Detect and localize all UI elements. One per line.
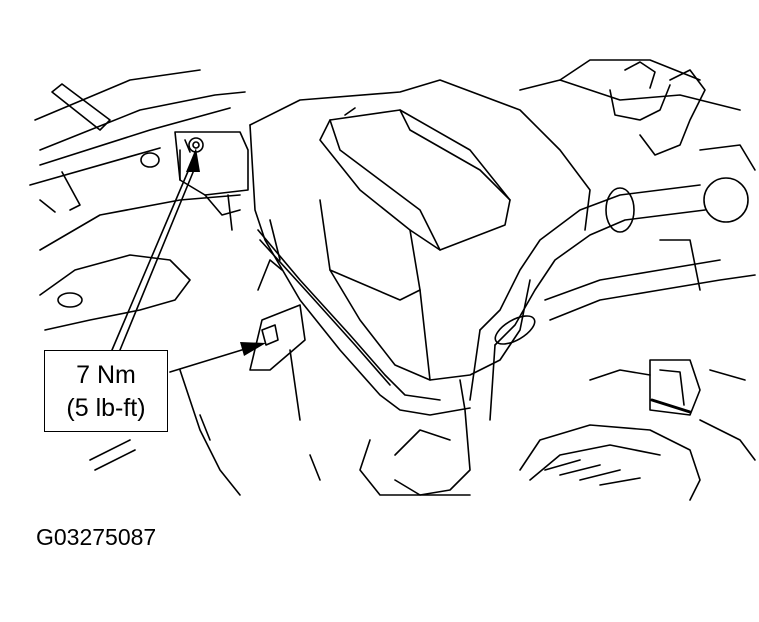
upper-bracket [174,131,249,231]
lower-bracket [249,259,306,421]
torque-nm-value: 7 Nm [76,361,136,389]
lower-structure [89,369,471,496]
fuse-box-housing [249,79,591,496]
air-intake [519,359,756,501]
leader-lines [111,161,259,373]
figure-id: G03275087 [36,524,157,550]
torque-callout: 7 Nm (5 lb-ft) [44,350,168,432]
fender-panel [29,69,246,331]
coolant-hose [469,184,706,421]
torque-lbft-value: (5 lb-ft) [66,394,146,422]
arrowhead-lower [240,342,266,356]
arrowhead-upper [186,148,200,172]
engine-block [519,59,756,321]
